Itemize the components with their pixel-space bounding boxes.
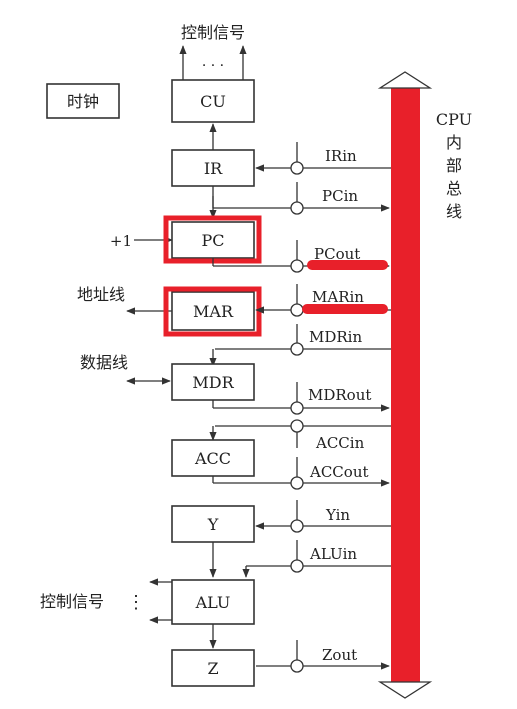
mdr-register xyxy=(171,363,255,401)
bus-label: CPU 内 部 总 线 xyxy=(436,110,472,221)
y-label: Y xyxy=(207,515,219,534)
acc-label: ACC xyxy=(194,449,231,468)
bus-label-cpu: CPU xyxy=(436,110,472,129)
pcin-gate: PCin xyxy=(212,182,390,215)
data-line-label: 数据线 xyxy=(80,353,128,372)
y-register xyxy=(171,505,255,543)
mdr-label: MDR xyxy=(192,373,234,392)
ir-label: IR xyxy=(204,159,223,178)
bus-label-char: 部 xyxy=(446,156,462,175)
acc-register xyxy=(171,439,255,477)
mdrout-gate: MDRout xyxy=(212,382,390,415)
svg-text:MDRout: MDRout xyxy=(308,386,371,404)
bus-label-char: 线 xyxy=(446,202,462,221)
control-signals-left-label: 控制信号 xyxy=(40,592,104,611)
svg-text:IRin: IRin xyxy=(325,147,357,165)
control-dots-vertical: ⋮ xyxy=(127,592,145,613)
pc-register xyxy=(171,221,255,259)
irin-gate: IRin xyxy=(255,142,391,175)
accin-gate: ACCin xyxy=(209,419,391,452)
svg-text:PCin: PCin xyxy=(322,187,358,205)
alu-label: ALU xyxy=(195,593,231,612)
svg-text:ACCin: ACCin xyxy=(315,434,365,452)
mdrin-gate: MDRin xyxy=(209,324,391,367)
zout-gate: Zout xyxy=(256,640,390,673)
control-dots: · · · xyxy=(202,58,224,74)
ir-register xyxy=(171,149,255,187)
plus-one-label: +1 xyxy=(110,232,132,250)
yin-gate: Yin xyxy=(255,500,391,533)
svg-text:MARin: MARin xyxy=(312,288,364,306)
svg-text:ALUin: ALUin xyxy=(309,545,357,563)
internal-bus xyxy=(377,71,433,699)
bus-label-char: 内 xyxy=(446,133,462,152)
mar-label: MAR xyxy=(193,302,234,321)
cu-label: CU xyxy=(200,92,226,111)
alu-unit xyxy=(171,579,255,625)
mar-register xyxy=(171,291,255,331)
cu-register xyxy=(171,79,255,123)
aluin-gate: ALUin xyxy=(242,540,391,578)
svg-text:Zout: Zout xyxy=(322,646,357,664)
clock-box xyxy=(46,83,120,119)
svg-text:MDRin: MDRin xyxy=(309,328,362,346)
accout-gate: ACCout xyxy=(212,457,390,490)
svg-text:ACCout: ACCout xyxy=(309,463,369,481)
pc-label: PC xyxy=(201,231,224,250)
z-label: Z xyxy=(207,659,218,678)
z-register xyxy=(171,649,255,687)
bus-label-char: 总 xyxy=(446,179,462,198)
svg-text:PCout: PCout xyxy=(314,245,360,263)
control-signals-top-label: 控制信号 xyxy=(181,23,245,42)
clock-label: 时钟 xyxy=(67,92,99,111)
svg-text:Yin: Yin xyxy=(325,506,350,524)
address-line-label: 地址线 xyxy=(77,285,125,304)
